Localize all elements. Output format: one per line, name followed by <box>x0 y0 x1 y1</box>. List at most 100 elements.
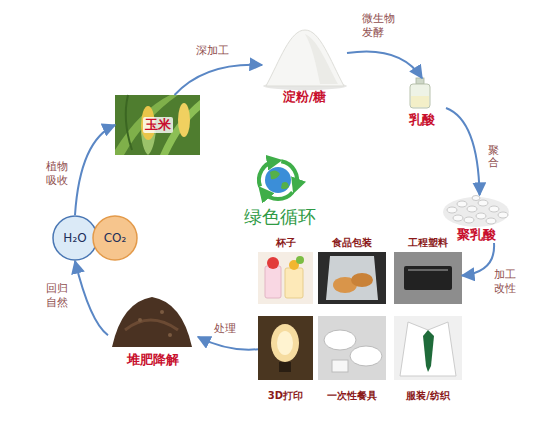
node-text: 一次性餐具 <box>327 389 377 402</box>
arrow-label: 微生物发酵 <box>362 12 397 40</box>
corn-picture-part <box>178 103 190 137</box>
pla-pellets-part <box>464 217 474 223</box>
co2-circle: CO₂ <box>92 215 138 261</box>
food-bag-photo-part <box>318 252 386 304</box>
arrow-label: 深加工 <box>196 44 229 58</box>
clothing-photo <box>394 316 462 380</box>
clothing-photo-part <box>423 330 434 372</box>
node-text: 杯子 <box>276 236 296 249</box>
pla-pellets-part <box>498 212 508 218</box>
compost-soil-part <box>168 333 172 337</box>
lactic-acid-bottle-part <box>416 78 424 84</box>
lactic-acid-bottle <box>410 78 430 108</box>
product-item: 服装/纺织 <box>394 314 462 402</box>
pla-pellets-part <box>467 206 477 212</box>
node-text: 淀粉/糖 <box>283 89 327 105</box>
compost-soil-part <box>138 318 142 322</box>
starch-box: 淀粉/糖 <box>262 25 347 105</box>
pla-pellets-part <box>447 207 457 213</box>
compost-soil-part <box>112 297 192 347</box>
engineering-plastic-photo-part <box>394 252 462 304</box>
food-bag-photo-part <box>326 256 378 300</box>
cycle-arrow <box>75 125 115 215</box>
product-item: 3D打印 <box>258 314 313 402</box>
clothing-photo-part <box>394 316 462 380</box>
pla-pellets-part <box>457 201 467 207</box>
starch-pile-part <box>305 34 338 84</box>
3d-print-lamp-photo-part <box>279 362 291 372</box>
circle-shape <box>53 216 97 260</box>
cycle-arrow <box>75 261 108 335</box>
lactic-acid-bottle-part <box>411 96 429 107</box>
corn-picture-part <box>141 130 156 155</box>
pla-pellets-part <box>489 206 499 212</box>
corn-picture-part <box>115 95 200 155</box>
arrow-label: 加工改性 <box>494 268 518 296</box>
tableware-photo-part <box>332 360 348 372</box>
recycle-icon-part <box>265 167 291 193</box>
node-text: 玉米 <box>143 117 173 133</box>
node-text: 工程塑料 <box>408 236 448 249</box>
arrow-label: 植物吸收 <box>46 160 70 188</box>
cycle-arrow <box>347 51 422 78</box>
lactic-acid-bottle-part <box>410 84 430 108</box>
3d-print-lamp-photo-part <box>258 316 313 380</box>
pla-pellets <box>443 196 509 228</box>
pla-pellets-part <box>472 196 480 201</box>
product-item: 食品包装 <box>318 236 386 308</box>
node-text: 食品包装 <box>332 236 372 249</box>
arrow-label: 回归自然 <box>46 282 70 310</box>
cycle-arrow <box>175 65 263 95</box>
cycle-arrow <box>446 108 480 195</box>
cup-photo-part <box>296 256 304 264</box>
cup-photo-part <box>267 257 279 269</box>
node-text: 3D打印 <box>268 389 303 402</box>
cycle-title: 绿色循环 <box>244 206 316 228</box>
pla-pellets-part <box>476 213 486 219</box>
tableware-photo <box>318 316 386 380</box>
pla-pellets-part <box>453 215 463 221</box>
3d-print-lamp-photo <box>258 316 313 380</box>
product-item: 工程塑料 <box>394 236 462 308</box>
clothing-photo-part <box>400 322 456 376</box>
cup-photo <box>258 252 313 304</box>
water-circle: H₂O <box>52 215 98 261</box>
3d-print-lamp-photo-part <box>271 324 299 362</box>
tableware-photo-part <box>318 316 386 380</box>
cycle-arrow <box>198 337 258 350</box>
arrow-label: 处理 <box>214 322 236 336</box>
circle-shape <box>93 216 137 260</box>
pla-pellets-part <box>478 200 488 206</box>
starch-pile <box>263 30 347 90</box>
recycle-icon-part <box>259 161 275 186</box>
compost-soil-part <box>160 310 164 314</box>
lactic-acid-box: 乳酸 <box>398 78 446 128</box>
engineering-plastic-photo <box>394 252 462 304</box>
node-text: 堆肥降解 <box>127 352 179 368</box>
product-item: 一次性餐具 <box>318 314 386 402</box>
food-bag-photo-part <box>351 273 373 287</box>
node-text: H₂O <box>63 231 86 246</box>
engineering-plastic-photo-part <box>404 266 452 290</box>
corn-box: 玉米 <box>115 95 200 155</box>
engineering-plastic-photo-part <box>408 269 448 271</box>
starch-pile-part <box>266 30 344 86</box>
node-text: 聚乳酸 <box>457 227 496 243</box>
cup-photo-part <box>285 268 303 298</box>
node-text: 服装/纺织 <box>406 389 450 402</box>
node-text: CO₂ <box>104 231 127 246</box>
corn-picture-part <box>126 95 132 150</box>
tableware-photo-part <box>324 330 356 350</box>
corn-picture <box>115 95 200 155</box>
recycle-icon-part <box>281 161 297 186</box>
recycle-icon <box>259 161 297 199</box>
pla-pellets-part <box>443 197 509 227</box>
compost-soil <box>112 297 192 347</box>
tableware-photo-part <box>350 346 382 366</box>
compost-soil-part <box>125 320 178 330</box>
recycle-icon-part <box>263 192 292 199</box>
node-text: 乳酸 <box>409 112 435 128</box>
compost-box: 堆肥降解 <box>108 290 198 368</box>
food-bag-photo <box>318 252 386 304</box>
